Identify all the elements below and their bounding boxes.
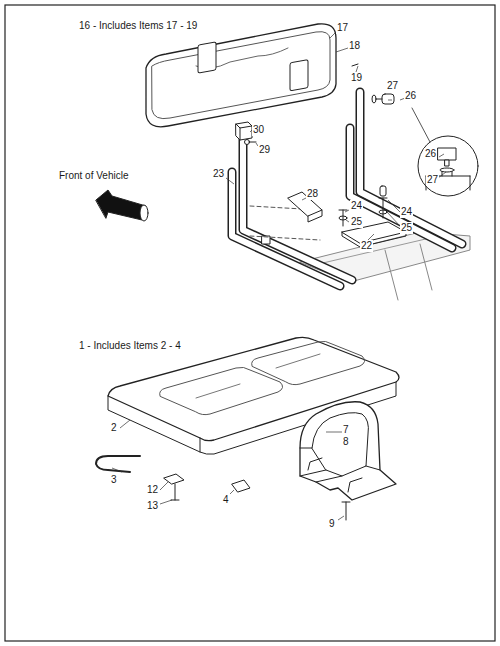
assembly-note: 1 - Includes Items 2 - 4: [78, 340, 182, 352]
callout-number: 17: [336, 22, 349, 34]
callout-number: 18: [348, 40, 361, 52]
callout-number: 4: [222, 494, 230, 506]
callout-number: 26: [424, 148, 437, 160]
callout-number: 27: [426, 174, 439, 186]
leader-lines: [112, 32, 446, 520]
callout-number: 25: [400, 222, 413, 234]
callout-number: 23: [212, 168, 225, 180]
callout-number: 8: [342, 436, 350, 448]
direction-label: Front of Vehicle: [58, 170, 129, 182]
assembly-note: 16 - Includes Items 17 - 19: [78, 20, 198, 32]
callout-number: 27: [386, 80, 399, 92]
callout-number: 24: [350, 200, 363, 212]
callout-number: 25: [350, 216, 363, 228]
callout-number: 24: [400, 206, 413, 218]
callout-number: 3: [110, 474, 118, 486]
callout-number: 30: [252, 124, 265, 136]
callout-number: 29: [258, 144, 271, 156]
callout-number: 2: [110, 422, 118, 434]
callout-number: 7: [342, 424, 350, 436]
callout-number: 22: [360, 240, 373, 252]
callout-number: 19: [350, 72, 363, 84]
callout-number: 9: [328, 518, 336, 530]
callout-number: 26: [404, 90, 417, 102]
callout-number: 13: [146, 500, 159, 512]
callout-number: 12: [146, 484, 159, 496]
callout-number: 28: [306, 188, 319, 200]
